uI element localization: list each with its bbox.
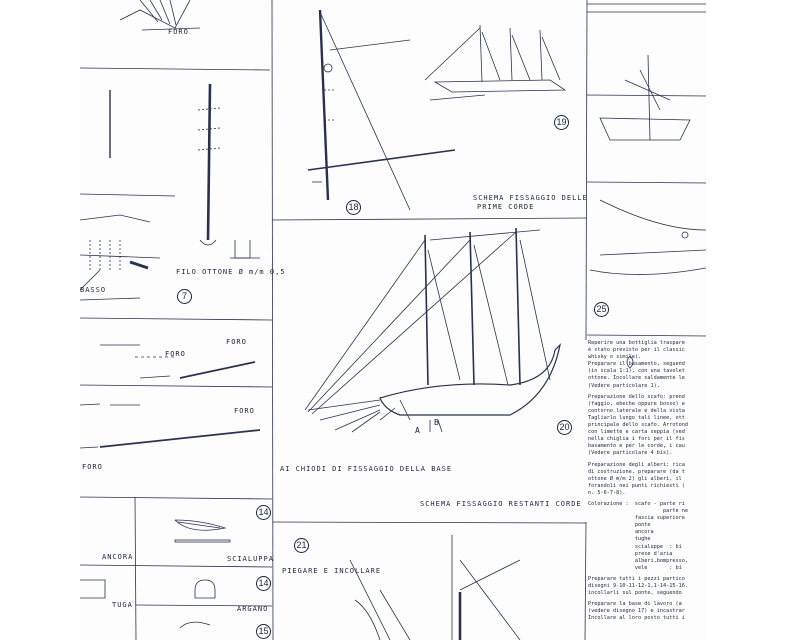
scialuppa-label: SCIALUPPA bbox=[227, 555, 274, 563]
note-line: n. 5-6-7-8). bbox=[588, 489, 626, 496]
basso-label: BASSO bbox=[80, 286, 107, 294]
note-line: ponte bbox=[588, 522, 651, 529]
note-line: alberi,bompresso, bbox=[588, 557, 688, 564]
note-line: di costruzione, preparare (da t bbox=[588, 468, 685, 475]
note-line: forandoli nei punti richiesti ( bbox=[588, 482, 685, 489]
note-line: Preparazione degli alberi: rica bbox=[588, 461, 685, 468]
schema-prime-subtitle: PRIME CORDE bbox=[477, 203, 535, 211]
note-line: disegni 9-10-11-12-1,1-14-15-16. bbox=[588, 583, 688, 589]
note-line: scialuppe : bi bbox=[588, 543, 682, 550]
technical-drawings bbox=[80, 0, 706, 640]
diagram-number-7: 7 bbox=[177, 289, 192, 304]
note-line: tughe bbox=[588, 536, 651, 543]
diagram-number-25: 25 bbox=[594, 302, 609, 317]
note-line: fascia superiore bbox=[588, 515, 685, 522]
note-line: parte ne bbox=[588, 508, 688, 515]
note-line: nella chiglia i fori per il fis bbox=[588, 436, 685, 443]
note-line: basamento e per le corde, i cau bbox=[588, 443, 685, 450]
note-line: Preparazione dello scafo: prend bbox=[588, 393, 685, 400]
note-line: ottone. Incollare saldamente le bbox=[588, 375, 685, 382]
letter-b: B bbox=[434, 418, 440, 427]
foro-label-c: FORO bbox=[234, 407, 255, 415]
note-line: Reperire una bottiglia traspare bbox=[588, 340, 685, 346]
note-line: principale dello scafo. Arrotond bbox=[588, 422, 688, 429]
schema-prime-title: SCHEMA FISSAGGIO DELLE bbox=[473, 194, 588, 202]
note-line: Tagliarlo lungo tali linee, ott bbox=[588, 414, 685, 421]
foro-label-d: FORO bbox=[82, 463, 103, 471]
diagram-number-14b: 14 bbox=[256, 576, 271, 591]
instruction-sheet: FORO FILO OTTONE Ø m/m 0,5 BASSO FORO FO… bbox=[80, 0, 706, 640]
note-line: (faggio, ebeche oppure bosso) e bbox=[588, 400, 685, 407]
diagram-number-15: 15 bbox=[256, 624, 271, 639]
note-line: è stato previsto per il classic bbox=[588, 347, 685, 354]
note-line: prese d'aria bbox=[588, 550, 673, 557]
note-line: ottone Ø m/m 2) gli alberi, il bbox=[588, 475, 682, 482]
filo-ottone-label: FILO OTTONE Ø m/m 0,5 bbox=[176, 268, 286, 276]
diagram-number-18: 18 bbox=[346, 200, 361, 215]
ai-chiodi-label: AI CHIODI DI FISSAGGIO DELLA BASE bbox=[280, 465, 453, 473]
letter-a: A bbox=[415, 426, 421, 435]
ancora-label: ANCORA bbox=[102, 553, 134, 561]
note-line: contorno laterale e della vista bbox=[588, 407, 685, 414]
note-line: Preparare il basamento, seguend bbox=[588, 361, 685, 368]
note-line: (Vedere particolare 1). bbox=[588, 382, 660, 389]
note-line: whisky o simile). bbox=[588, 354, 642, 361]
note-line: Colorazione : scafo - parte ri bbox=[588, 500, 685, 507]
note-line: (Vedere particolare 4 bis). bbox=[588, 450, 673, 457]
piegare-label: PIEGARE E INCOLLARE bbox=[282, 567, 382, 575]
note-line: Incollare al loro posto tutti i bbox=[588, 615, 685, 622]
diagram-number-21: 21 bbox=[294, 538, 309, 553]
note-line: (vedere disegno 17) e incastrar bbox=[588, 608, 685, 615]
note-line: con limette e carta seppia (ved bbox=[588, 429, 685, 436]
diagram-number-20: 20 bbox=[557, 420, 572, 435]
note-line: vele : bi bbox=[588, 564, 682, 571]
foro-label-a: FORO bbox=[165, 350, 186, 358]
argano-label: ARGANO bbox=[237, 605, 269, 613]
foro-label-b: FORO bbox=[226, 338, 247, 346]
note-line: incollarli sul ponte, seguendo bbox=[588, 590, 682, 597]
diagram-number-19: 19 bbox=[554, 115, 569, 130]
tuga-label: TUGA bbox=[112, 601, 133, 609]
note-line: (in scala 1:1), con una tavolet bbox=[588, 368, 685, 375]
note-line: Preparare tutti i pezzi partico bbox=[588, 575, 685, 582]
diagram-number-14a: 14 bbox=[256, 505, 271, 520]
note-line: ancora bbox=[588, 529, 654, 536]
schema-restanti-label: SCHEMA FISSAGGIO RESTANTI CORDE bbox=[420, 500, 582, 508]
note-line: Preparare la base di lavoro (a bbox=[588, 601, 682, 608]
foro-top-label: FORO bbox=[168, 28, 189, 36]
